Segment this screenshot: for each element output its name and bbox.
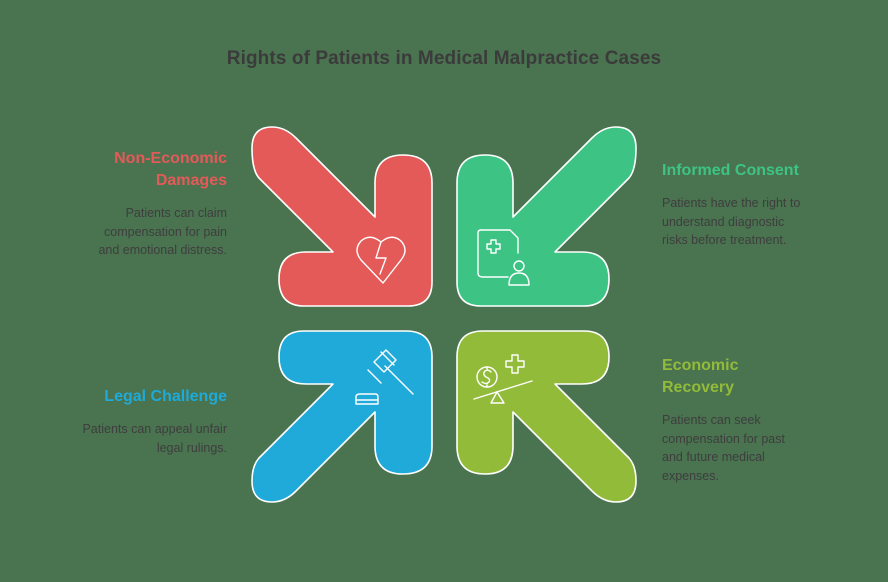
body-line: and emotional distress. xyxy=(98,243,227,257)
heading-line: Damages xyxy=(155,172,227,189)
label-informed-consent: Informed Consent Patients have the right… xyxy=(662,160,862,250)
body-non-economic-damages: Patients can claim compensation for pain… xyxy=(37,204,227,260)
body-line: Patients can appeal unfair xyxy=(82,422,227,436)
label-legal-challenge: Legal Challenge Patients can appeal unfa… xyxy=(37,386,227,457)
arrow-shape-red xyxy=(251,126,433,307)
body-line: understand diagnostic xyxy=(662,214,785,229)
body-line: expenses. xyxy=(662,468,719,483)
body-economic-recovery: Patients can seek compensation for past … xyxy=(662,411,862,485)
body-line: Patients can claim xyxy=(125,206,227,220)
heading-line: Non-Economic xyxy=(114,150,227,167)
medical-record-patient-icon xyxy=(477,229,530,286)
body-legal-challenge: Patients can appeal unfair legal rulings… xyxy=(37,420,227,457)
body-line: risks before treatment. xyxy=(662,233,787,247)
body-line: compensation for pain xyxy=(104,224,227,239)
money-health-balance-icon xyxy=(473,354,533,404)
arrow-economic-recovery xyxy=(456,330,637,503)
gavel-icon xyxy=(355,349,414,405)
heading-line: Legal Challenge xyxy=(104,388,227,405)
arrow-shape-blue xyxy=(251,330,433,503)
heading-line: Informed Consent xyxy=(662,162,799,179)
arrow-non-economic-damages xyxy=(251,126,433,307)
arrow-shape-green xyxy=(456,126,637,307)
heading-non-economic-damages: Non-Economic Damages xyxy=(37,148,227,192)
body-line: legal rulings. xyxy=(156,440,227,455)
body-line: Patients have the right to xyxy=(662,196,801,210)
body-line: and future medical xyxy=(662,450,765,464)
body-line: Patients can seek xyxy=(662,413,761,427)
arrow-legal-challenge xyxy=(251,330,433,503)
broken-heart-icon xyxy=(356,236,406,284)
heading-line: Recovery xyxy=(662,379,735,396)
arrow-shape-lime xyxy=(456,330,637,503)
heading-legal-challenge: Legal Challenge xyxy=(37,386,227,408)
heading-informed-consent: Informed Consent xyxy=(662,160,862,182)
label-non-economic-damages: Non-Economic Damages Patients can claim … xyxy=(37,148,227,260)
heading-economic-recovery: Economic Recovery xyxy=(662,355,862,399)
body-informed-consent: Patients have the right to understand di… xyxy=(662,194,862,250)
page-title: Rights of Patients in Medical Malpractic… xyxy=(226,48,662,69)
body-line: compensation for past xyxy=(662,431,785,446)
label-economic-recovery: Economic Recovery Patients can seek comp… xyxy=(662,355,862,485)
arrow-informed-consent xyxy=(456,126,637,307)
heading-line: Economic xyxy=(662,357,739,374)
